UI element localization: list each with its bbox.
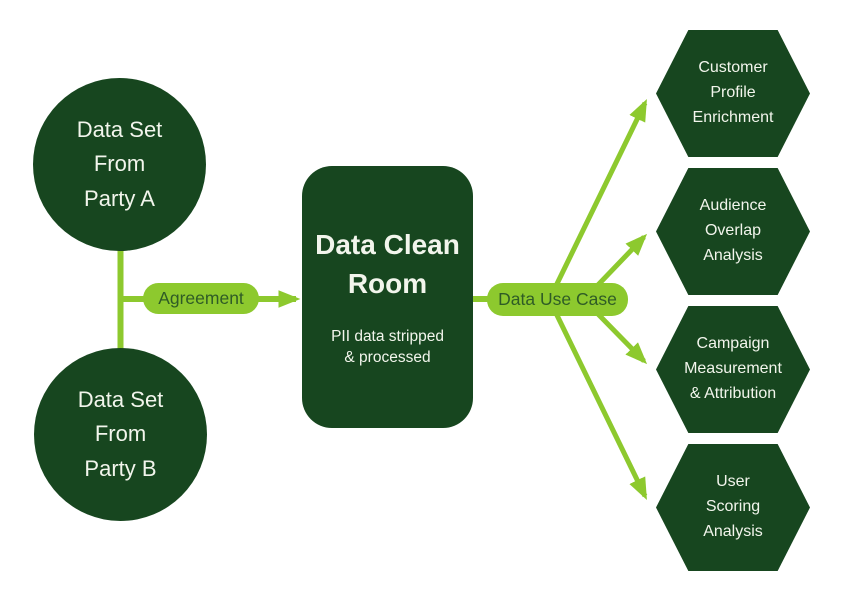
hexagon-label: Customer Profile Enrichment [692, 59, 774, 126]
hexagon-label: Campaign Measurement & Attribution [684, 335, 782, 402]
hexagon-user-scoring-analysis: User Scoring Analysis [656, 444, 810, 571]
clean-room-title: Data Clean Room [315, 229, 460, 300]
connector-usecase-to-hex2 [595, 233, 648, 288]
hexagon-audience-overlap-analysis: Audience Overlap Analysis [656, 168, 810, 295]
hexagon-label: User Scoring Analysis [703, 473, 763, 540]
agreement-pill: Agreement [143, 283, 259, 314]
clean-room-box: Data Clean Room PII data stripped & proc… [302, 166, 473, 428]
party-a-circle: Data Set From Party A [33, 78, 206, 251]
clean-room-subtitle: PII data stripped & processed [331, 327, 444, 367]
data-use-case-label: Data Use Case [498, 289, 617, 309]
party-a-label: Data Set From Party A [76, 117, 163, 211]
data-use-case-pill: Data Use Case [487, 283, 628, 316]
connector-usecase-to-hex1 [550, 99, 648, 294]
agreement-label: Agreement [158, 288, 244, 308]
party-b-label: Data Set From Party B [77, 387, 164, 481]
connector-usecase-to-hex4 [550, 305, 648, 500]
hexagon-customer-profile-enrichment: Customer Profile Enrichment [656, 30, 810, 157]
hexagon-campaign-measurement-attribution: Campaign Measurement & Attribution [656, 306, 810, 433]
hexagon-label: Audience Overlap Analysis [699, 197, 767, 264]
party-b-circle: Data Set From Party B [34, 348, 207, 521]
connector-usecase-to-hex3 [595, 311, 648, 365]
